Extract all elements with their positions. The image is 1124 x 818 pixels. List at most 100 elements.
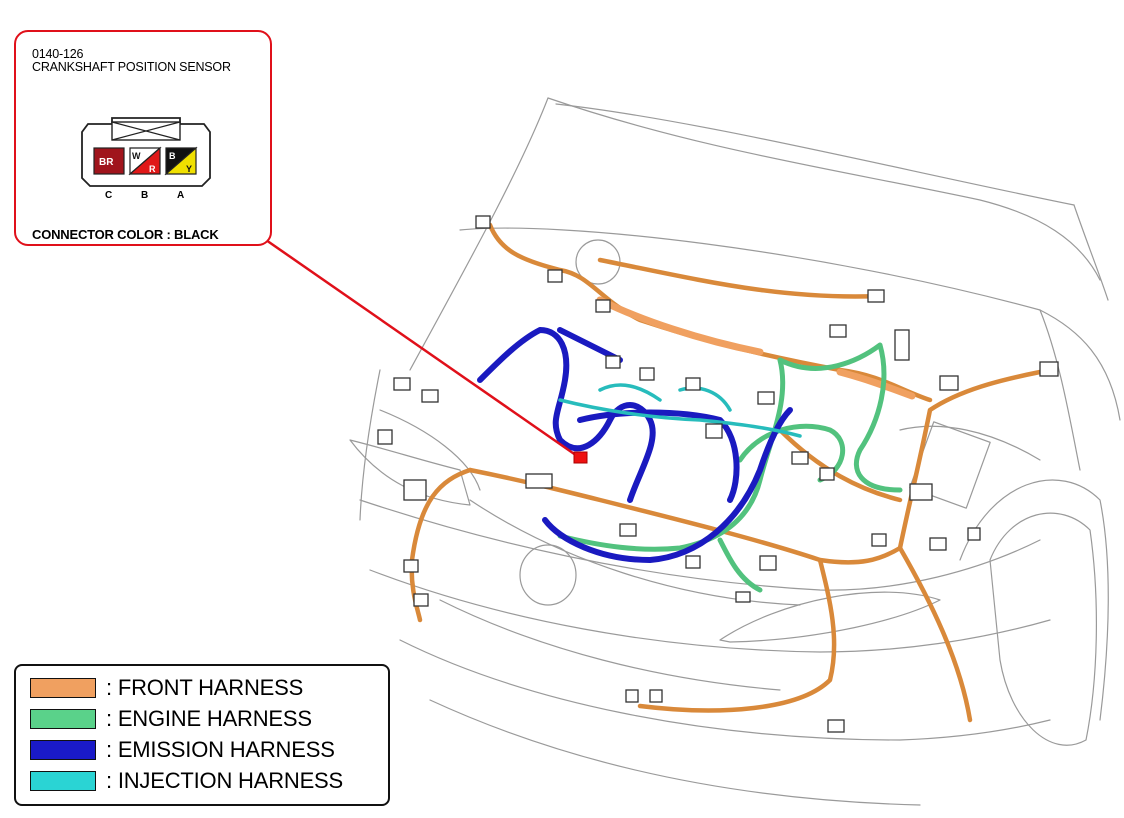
- harness-legend: : FRONT HARNESS : ENGINE HARNESS : EMISS…: [14, 664, 390, 806]
- pin-b-wire-bottom: R: [149, 164, 156, 174]
- connector-block: [939, 375, 959, 391]
- connector-block: [595, 299, 611, 313]
- emission-harness-lower: [542, 407, 793, 563]
- grille-lower: [439, 599, 781, 691]
- bumper-base: [429, 699, 921, 806]
- connector-block: [735, 591, 751, 603]
- connector-block: [605, 355, 621, 369]
- connector-block: [377, 429, 393, 445]
- grille-upper: [469, 499, 801, 606]
- legend-label-injection: : INJECTION HARNESS: [106, 768, 344, 793]
- front-harness-top: [487, 222, 933, 403]
- connector-block: [403, 479, 427, 501]
- front-harness-upper-branch: [597, 257, 883, 299]
- engine-harness-main: [557, 357, 786, 552]
- front-harness-drop: [637, 557, 837, 713]
- legend-label-front: : FRONT HARNESS: [106, 675, 304, 700]
- pin-a-yellow: [164, 146, 197, 175]
- connector-block: [909, 483, 933, 501]
- connector-block: [393, 377, 411, 391]
- legend-swatch-emission: [30, 740, 96, 760]
- bumper-bottom: [399, 639, 1051, 741]
- connector-block: [421, 389, 439, 403]
- legend-item-front: : FRONT HARNESS: [30, 674, 303, 702]
- crankshaft-sensor-marker: [573, 451, 588, 464]
- connector-block: [403, 559, 419, 573]
- injection-harness-branch: [598, 383, 732, 412]
- connector-block: [413, 593, 429, 607]
- legend-swatch-engine: [30, 709, 96, 729]
- engine-harness-right: [777, 342, 903, 493]
- connector-face: BR W R B Y: [81, 117, 211, 187]
- engine-harness: [557, 342, 903, 593]
- bay-inner-right: [899, 425, 1041, 461]
- pin-c-body: [93, 147, 125, 175]
- engine-harness-loop: [737, 423, 846, 483]
- connector-block: [819, 467, 835, 481]
- emission-harness-mid: [577, 409, 740, 503]
- front-harness: [409, 222, 1043, 723]
- front-bumper-top: [359, 499, 1041, 591]
- injection-harness: [558, 383, 802, 438]
- emission-harness-loop: [477, 327, 656, 503]
- front-wheel-arch: [959, 479, 1109, 721]
- connector-color-label: CONNECTOR COLOR : BLACK: [32, 227, 219, 242]
- emission-harness: [477, 327, 793, 563]
- connector-code: 0140-126: [32, 47, 84, 61]
- connector-block: [759, 555, 777, 571]
- connector-block: [547, 269, 563, 283]
- pin-position-c: C: [105, 190, 113, 201]
- legend-item-injection: : INJECTION HARNESS: [30, 767, 343, 795]
- legend-label-emission: : EMISSION HARNESS: [106, 737, 335, 762]
- connector-block: [867, 289, 885, 303]
- connector-block: [525, 473, 553, 489]
- legend-swatch-front: [30, 678, 96, 698]
- headlamp-right: [719, 591, 941, 643]
- pin-position-b: B: [141, 190, 149, 201]
- harness-connectors: [377, 215, 1059, 733]
- connector-block: [705, 423, 723, 439]
- front-harness-right-lower: [897, 545, 973, 723]
- front-harness-thick: [596, 296, 916, 400]
- connector-block: [894, 329, 910, 361]
- front-bumper-lower: [369, 569, 1051, 653]
- legend-item-engine: : ENGINE HARNESS: [30, 705, 312, 733]
- connector-block: [871, 533, 887, 547]
- connector-block: [967, 527, 981, 541]
- connector-name: CRANKSHAFT POSITION SENSOR: [32, 60, 231, 74]
- windshield-line: [1073, 204, 1109, 301]
- front-harness-conduit-1: [596, 296, 764, 356]
- connector-block: [829, 324, 847, 338]
- hood-edge: [547, 97, 1101, 281]
- pin-a-wire-bottom: Y: [186, 164, 192, 174]
- connector-block: [757, 391, 775, 405]
- pin-a-wire-top: B: [169, 151, 176, 161]
- legend-label-engine: : ENGINE HARNESS: [106, 706, 312, 731]
- connector-block: [685, 555, 701, 569]
- hood-left-edge: [409, 97, 549, 371]
- latch-cross-2: [111, 121, 181, 141]
- bay-inner-left: [379, 409, 481, 491]
- connector-callout: 0140-126 CRANKSHAFT POSITION SENSOR BR W…: [14, 30, 272, 246]
- pin-b-red: [128, 146, 161, 175]
- front-harness-right: [897, 369, 1043, 551]
- bay-right-wall: [1039, 309, 1081, 471]
- connector-block: [929, 537, 947, 551]
- connector-block: [619, 523, 637, 537]
- connector-block: [827, 719, 845, 733]
- connector-block: [1039, 361, 1059, 377]
- legend-item-emission: : EMISSION HARNESS: [30, 736, 335, 764]
- connector-block: [649, 689, 663, 703]
- headlamp-left: [349, 439, 471, 506]
- front-harness-conduit-2: [836, 368, 916, 400]
- injection-harness-rail: [558, 398, 802, 438]
- connector-block: [639, 367, 655, 381]
- engine-bay-rear: [459, 227, 1041, 311]
- connector-block: [475, 215, 491, 229]
- connector-block: [625, 689, 639, 703]
- legend-swatch-injection: [30, 771, 96, 791]
- pin-c-wire: BR: [99, 157, 114, 168]
- pin-b-wire-top: W: [132, 151, 141, 161]
- front-wheel: [989, 512, 1097, 746]
